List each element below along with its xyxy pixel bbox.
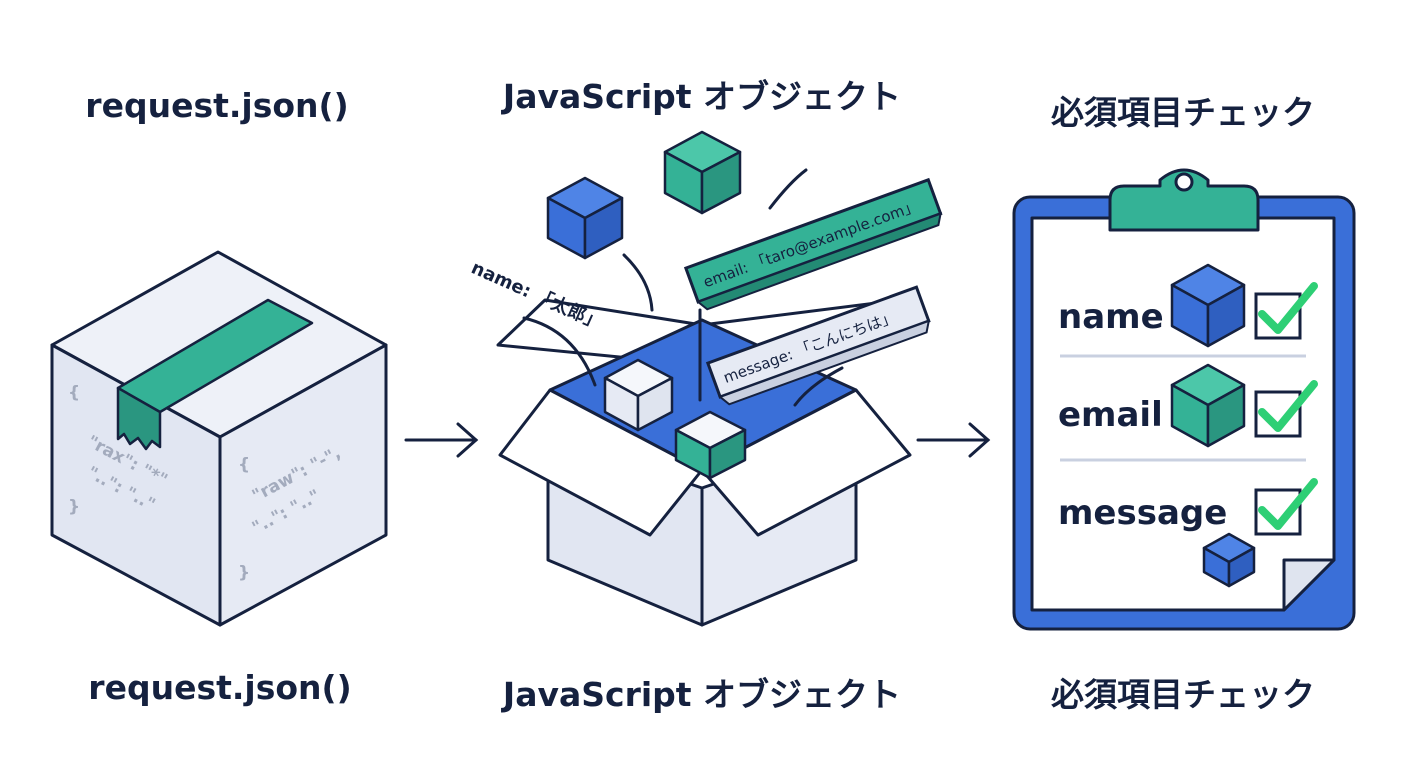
field-label-name: name (1058, 297, 1164, 337)
right-bottom-title: 必須項目チェック (1051, 675, 1315, 714)
raw-left-line: } (68, 497, 80, 517)
sealed-box-icon (50, 250, 388, 627)
left-bottom-title: request.json() (88, 668, 352, 707)
checkbox-checked-icon (1254, 380, 1318, 438)
checkbox-checked-icon (1254, 282, 1318, 340)
checkbox-checked-icon (1254, 478, 1318, 536)
raw-right-line: } (238, 563, 250, 583)
arrow-right-icon (916, 422, 991, 458)
field-label-email: email (1058, 395, 1163, 435)
cube-icon-teal (663, 130, 742, 215)
cube-icon-teal (1170, 363, 1246, 448)
cube-icon-blue (1202, 532, 1256, 588)
cube-icon-white (603, 358, 674, 432)
raw-right-line: { (238, 455, 250, 475)
open-box-icon (496, 298, 912, 627)
middle-bottom-title: JavaScript オブジェクト (502, 675, 902, 714)
cube-icon-teal (674, 410, 747, 480)
right-top-title: 必須項目チェック (1051, 93, 1315, 132)
arrow-right-icon (404, 422, 479, 458)
motion-lines (522, 168, 844, 407)
field-label-message: message (1058, 493, 1227, 533)
raw-left-line: { (68, 383, 80, 403)
left-top-title: request.json() (85, 86, 349, 125)
middle-top-title: JavaScript オブジェクト (502, 77, 902, 116)
cube-icon-blue (1170, 263, 1246, 348)
cube-icon-blue (546, 176, 624, 260)
